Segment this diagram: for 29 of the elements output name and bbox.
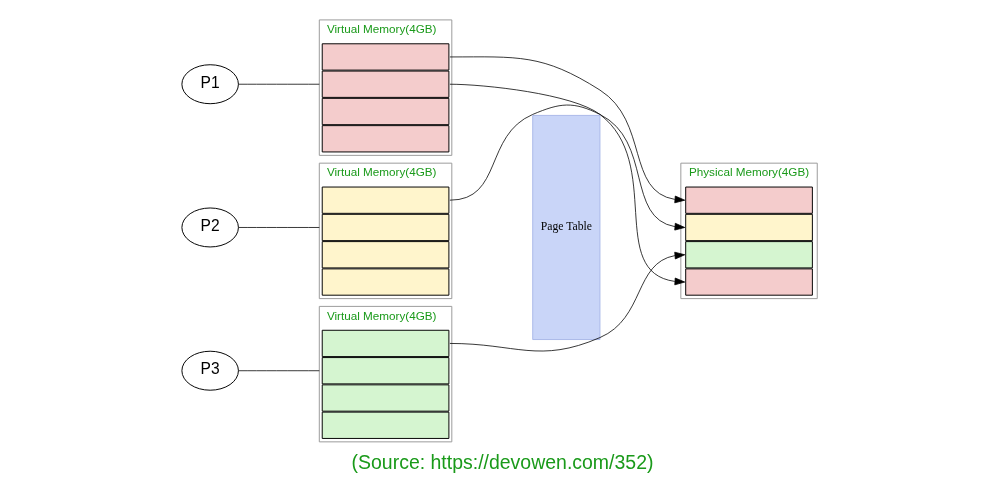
caption: (Source: https://devowen.com/352) bbox=[351, 451, 654, 474]
node-box bbox=[321, 43, 450, 71]
node-box bbox=[321, 213, 450, 242]
node-box bbox=[321, 268, 450, 296]
node-box bbox=[321, 186, 450, 214]
connector bbox=[238, 370, 320, 372]
arrow bbox=[449, 56, 686, 204]
node-box bbox=[321, 241, 450, 269]
node-ellipse: P3 bbox=[181, 350, 239, 391]
connector bbox=[238, 227, 320, 228]
node-box bbox=[321, 329, 450, 358]
connector bbox=[238, 83, 320, 85]
node-box bbox=[685, 213, 813, 242]
node-box bbox=[685, 186, 813, 214]
node-box bbox=[321, 125, 450, 153]
node-box bbox=[321, 411, 450, 439]
node-ellipse: P1 bbox=[181, 64, 239, 105]
node-box bbox=[685, 241, 813, 269]
node-box bbox=[321, 70, 450, 98]
arrow bbox=[449, 104, 686, 231]
node-ellipse: P2 bbox=[181, 207, 239, 248]
arrow bbox=[449, 83, 686, 286]
cluster: Physical Memory(4GB) bbox=[680, 162, 818, 300]
node-box bbox=[685, 268, 813, 296]
node-box bbox=[321, 357, 450, 385]
node-box bbox=[321, 384, 450, 412]
arrow bbox=[449, 251, 686, 352]
node-box bbox=[321, 97, 450, 126]
node-box: Page Table bbox=[532, 114, 601, 341]
